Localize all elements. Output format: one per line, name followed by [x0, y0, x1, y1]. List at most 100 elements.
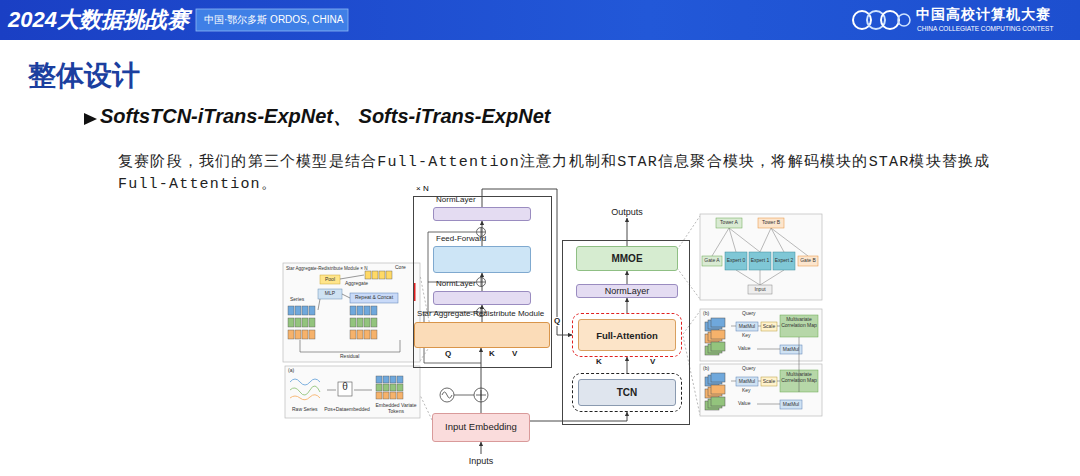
star-module-inset-part — [302, 330, 308, 339]
star-module-inset-part — [288, 330, 294, 339]
page-title: 整体设计 — [28, 60, 140, 92]
connector-arrow — [530, 412, 627, 421]
star-module-inset-part — [302, 318, 308, 327]
mmoe-box: MMOE — [576, 246, 678, 271]
star-module-box: Star Aggregate-Redistribute Module — [414, 322, 550, 348]
attention-inset — [700, 309, 822, 416]
attention-inset-part — [736, 377, 758, 386]
diagram-label: V — [650, 357, 655, 366]
star-module-inset-part — [350, 306, 356, 315]
header-bar — [0, 0, 1080, 40]
diagram-label: Repeat & Concat — [355, 295, 393, 301]
attention-inset-part — [780, 315, 818, 337]
embedding-inset-part — [390, 392, 396, 399]
diagram-label: Scale — [763, 324, 776, 330]
diagram-label: K — [596, 357, 602, 366]
header-text: 中国·鄂尔多斯 ORDOS, CHINA — [204, 14, 343, 26]
star-module-inset-part — [288, 318, 294, 327]
diagram-label: Multivariate Correlation Map — [781, 372, 817, 383]
star-module-inset-part — [365, 271, 371, 279]
embedding-inset-part — [397, 392, 403, 399]
connector-arrow — [627, 357, 628, 373]
star-module-inset-part — [288, 271, 392, 339]
diagram-label: Series — [290, 297, 304, 303]
node-text: Feed-Forward — [436, 234, 486, 243]
embedding-inset-part — [285, 366, 420, 418]
mmoe-inset-part — [798, 256, 818, 266]
add-symbols-part — [442, 392, 452, 398]
diagram-label: Residual — [340, 354, 359, 360]
header-text: 中国高校计算机大赛 — [916, 6, 1051, 22]
node-text: NormLayer — [605, 286, 650, 296]
attention-inset-part — [736, 322, 758, 331]
attention-inset-part — [711, 373, 725, 382]
edge-label: Q — [553, 317, 561, 326]
header-text: 2024大数据挑战赛 — [8, 7, 189, 32]
star-module-inset-part — [309, 306, 315, 315]
leader-lines-part — [683, 311, 700, 415]
star-module-inset-part — [320, 275, 340, 284]
star-module-inset-part — [364, 330, 370, 339]
node-text: Outputs — [611, 207, 643, 217]
attention-inset-part — [780, 345, 802, 354]
header-bar-part — [196, 9, 348, 31]
embedding-inset-part — [383, 392, 389, 399]
embedding-inset-part — [383, 384, 389, 391]
star-module-inset-part — [300, 275, 400, 352]
diagram-label: (b) — [703, 366, 709, 372]
star-module-inset-part — [371, 306, 377, 315]
mmoe-inset-part — [702, 256, 722, 266]
star-module-inset-part — [295, 330, 301, 339]
embedding-inset-part — [383, 376, 389, 383]
diagram-label: Multivariate Correlation Map — [781, 317, 817, 328]
star-module-inset-part — [350, 293, 398, 303]
diagram-label: Tower A — [720, 220, 738, 226]
embedding-inset — [285, 366, 420, 418]
embedding-inset-part — [390, 384, 396, 391]
mmoe-inset-part — [749, 252, 771, 270]
node-text: NormLayer — [436, 279, 476, 288]
diagram-label: Key — [742, 333, 751, 339]
star-module-inset-part — [295, 318, 301, 327]
diagram-label: Aggregate — [345, 281, 368, 287]
header-text: CHINA COLLEGIATE COMPUTING CONTEST — [917, 25, 1053, 32]
embedding-inset-part — [376, 384, 382, 391]
diagram-label: MatMul — [739, 324, 755, 330]
node-text: Star Aggregate-Redistribute Module — [417, 310, 544, 319]
star-module-inset-part — [350, 330, 356, 339]
connector-arrow — [481, 348, 482, 413]
header-bar-part — [898, 14, 910, 26]
decoder-block: MMOENormLayerFull-AttentionTCN — [562, 240, 690, 425]
embedding-inset-part — [290, 386, 320, 395]
embedding-inset-part — [376, 376, 382, 383]
mmoe-inset-part — [700, 214, 822, 300]
diagram-label: (a) — [288, 368, 294, 374]
mmoe-inset-part — [748, 285, 772, 294]
header-bar-part — [0, 0, 1080, 40]
header-bar-part — [881, 11, 899, 29]
attention-inset-part — [761, 377, 777, 386]
node-text: NormLayer — [436, 195, 476, 204]
diagram-label: Star Aggregate-Redistribute Module × N — [286, 266, 368, 271]
diagram-label: Expert 0 — [727, 258, 746, 264]
diagram-label: Query — [742, 366, 756, 372]
attention-inset-part — [700, 309, 822, 361]
encoder-block: × NNormLayerFeed-ForwardNormLayerStar Ag… — [413, 196, 552, 368]
attention-inset-part — [711, 385, 725, 394]
leader-lines-part — [677, 216, 700, 299]
star-module-inset-part — [379, 271, 385, 279]
bullet-mark — [84, 113, 97, 125]
star-module-inset-part — [357, 306, 363, 315]
slide-text: 复赛阶段，我们的第三个模型是结合Full-Attention注意力机制和STAR… — [118, 152, 998, 196]
connector-arrow — [627, 218, 628, 246]
star-module-inset-part — [371, 318, 377, 327]
diagram-label: Raw Series — [292, 407, 318, 413]
norm-layer: NormLayer — [433, 207, 531, 221]
star-module-inset-part — [364, 306, 370, 315]
diagram-label: θ — [342, 381, 348, 393]
star-module-inset-part — [371, 330, 377, 339]
star-module-inset-part — [288, 306, 294, 315]
star-module-inset-part — [357, 330, 363, 339]
attention-inset-part — [711, 318, 725, 327]
